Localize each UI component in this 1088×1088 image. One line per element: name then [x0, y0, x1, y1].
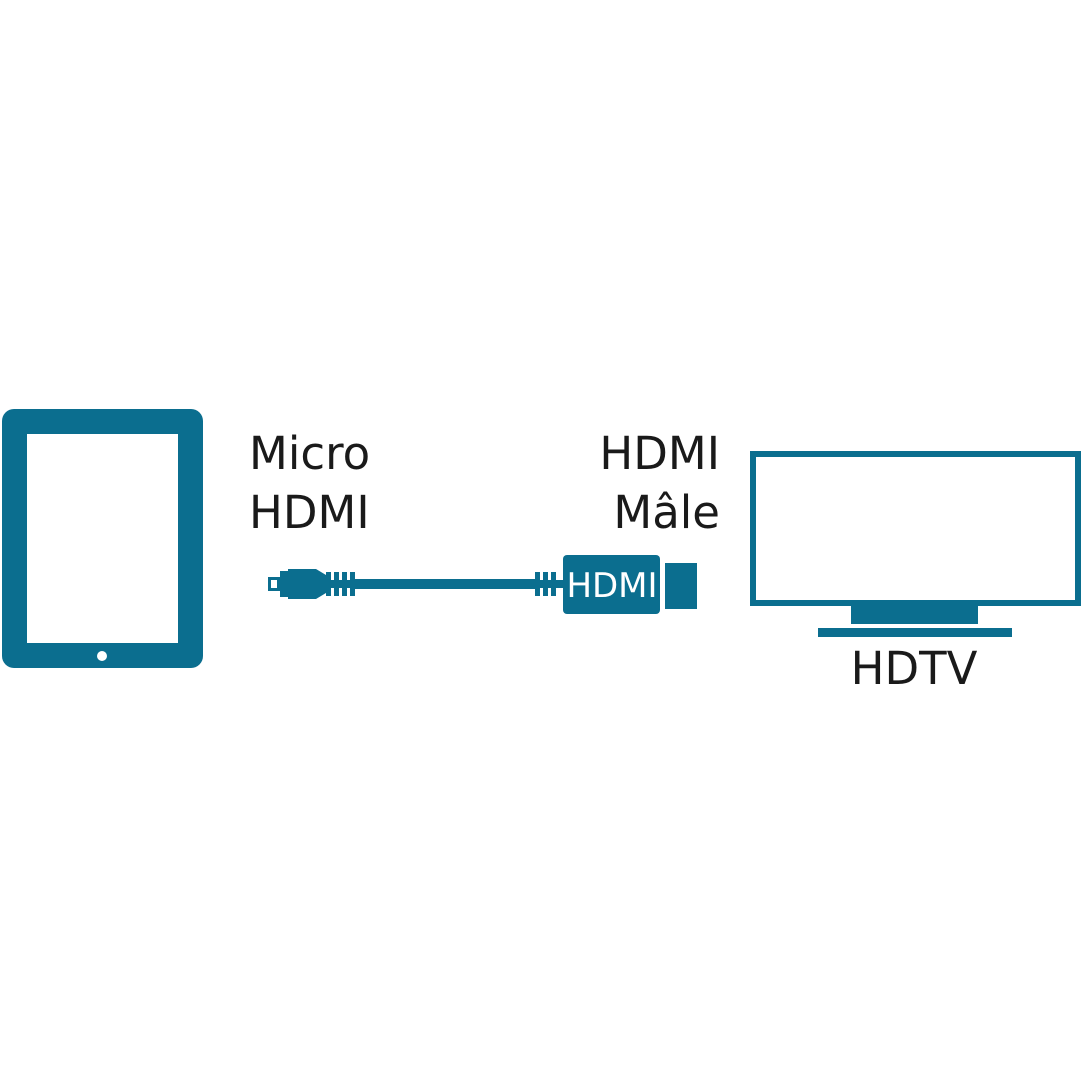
hdmi-plug-label: HDMI — [566, 566, 657, 606]
target-label-line2: Mâle — [613, 486, 720, 539]
source-label-line1: Micro — [249, 427, 370, 480]
tablet-screen — [27, 434, 178, 643]
tv-stand-base — [818, 628, 1012, 637]
source-label-line2: HDMI — [249, 486, 370, 539]
ridge-core — [535, 580, 564, 588]
hdmi-strain-relief — [535, 572, 564, 596]
tablet-icon — [2, 409, 203, 668]
micro-hdmi-boot — [288, 569, 326, 599]
tablet-home-button — [97, 651, 107, 661]
micro-strain-relief — [326, 572, 355, 596]
tv-icon — [750, 451, 1081, 637]
hdmi-plug-tip — [665, 563, 697, 609]
micro-hdmi-housing — [280, 571, 288, 597]
target-label-line1: HDMI — [599, 427, 720, 480]
ridge-core — [326, 580, 355, 588]
cable-wire — [355, 579, 535, 589]
hdmi-cable-icon: HDMI — [268, 555, 697, 614]
tv-neck — [851, 606, 978, 624]
tv-screen-frame — [750, 451, 1081, 606]
micro-hdmi-tip-slot — [271, 580, 277, 588]
hdmi-plug-body — [563, 555, 660, 614]
display-label: HDTV — [851, 642, 978, 695]
